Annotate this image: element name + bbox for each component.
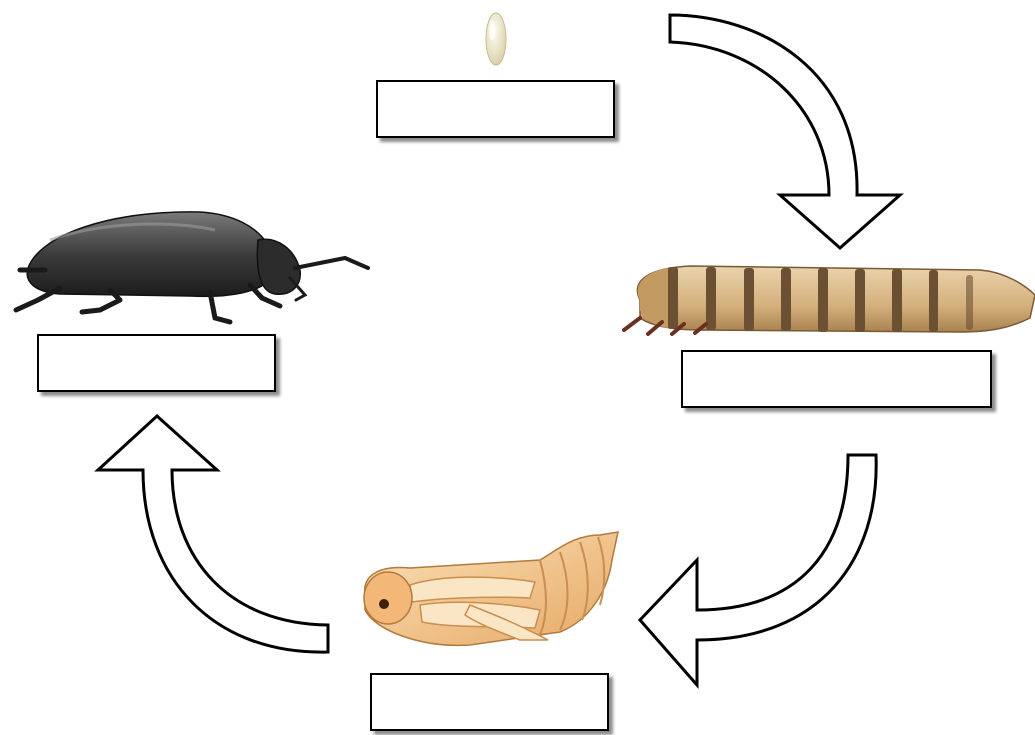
egg-icon [486, 13, 506, 65]
label-box-larva[interactable] [681, 350, 992, 408]
arrow-larva-to-pupa [640, 455, 876, 685]
label-box-egg[interactable] [376, 80, 615, 138]
mealworm-larva-icon [624, 266, 1035, 334]
arrow-egg-to-larva [670, 15, 900, 248]
label-box-pupa[interactable] [370, 673, 609, 731]
darkling-beetle-icon [16, 212, 368, 322]
pupa-icon [364, 532, 618, 645]
label-box-adult[interactable] [37, 334, 276, 392]
arrow-pupa-to-adult [98, 416, 328, 652]
